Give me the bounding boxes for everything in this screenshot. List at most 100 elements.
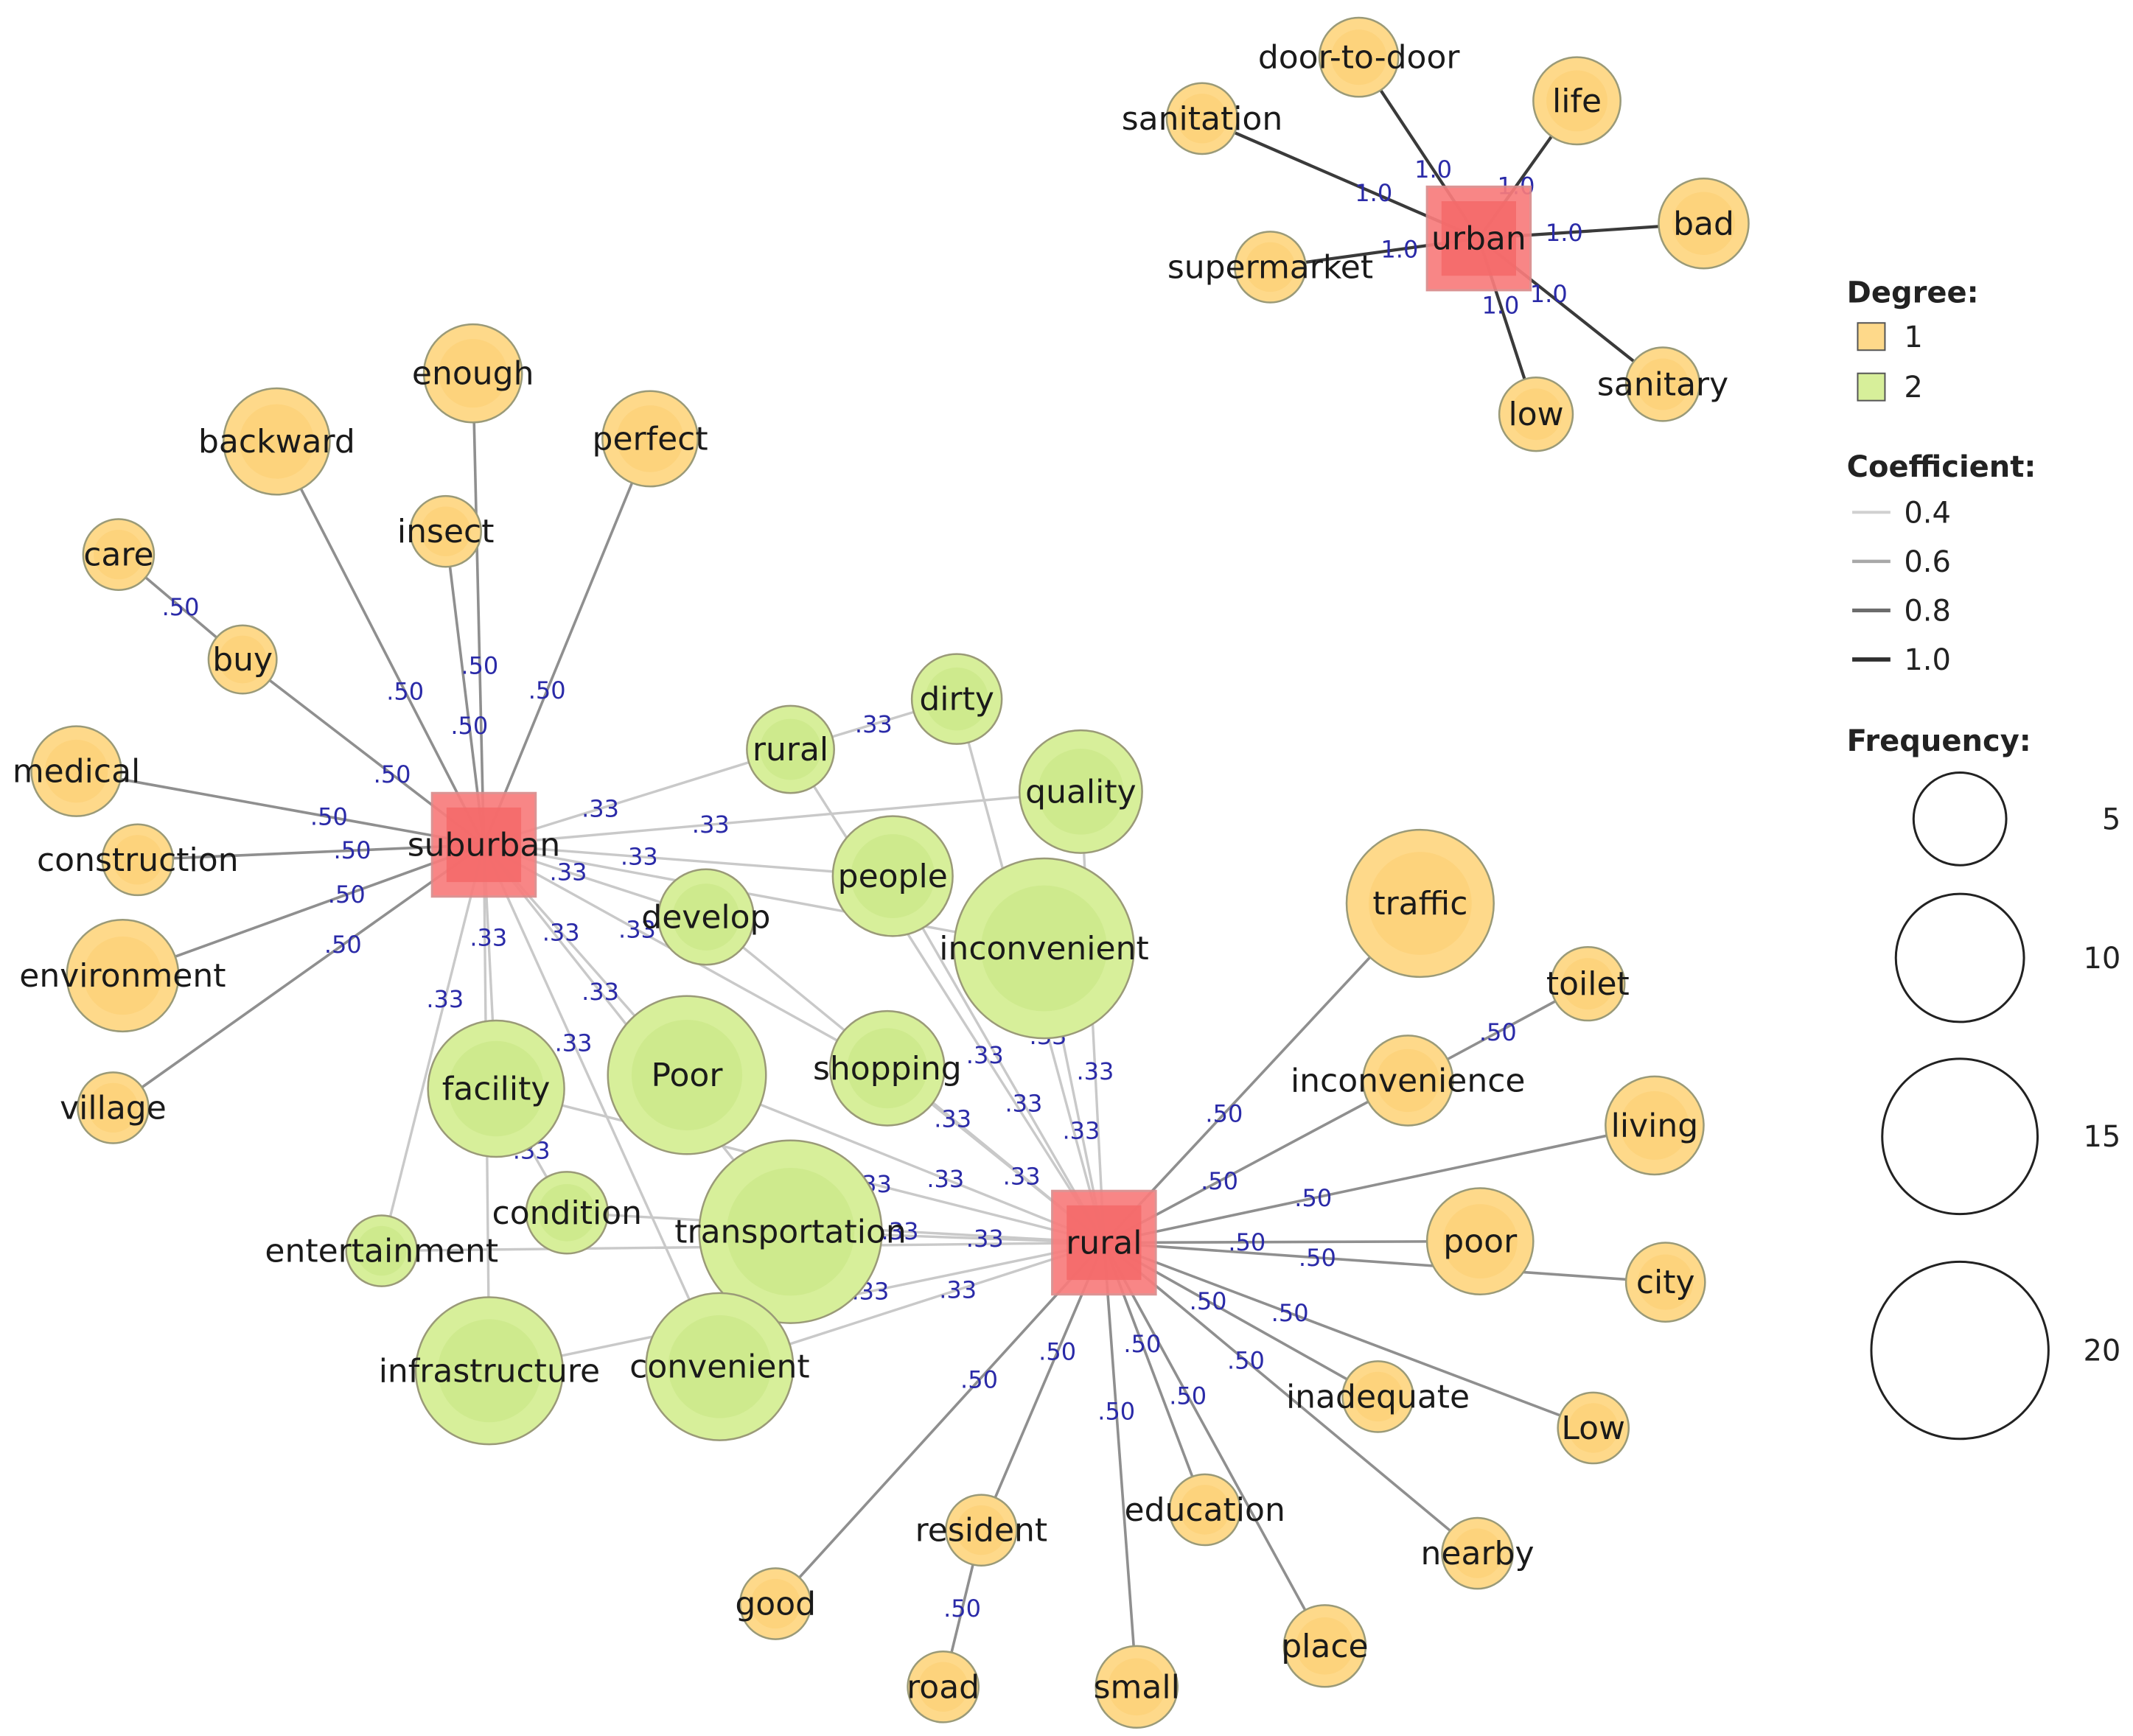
node-small: small bbox=[1094, 1645, 1180, 1729]
legend-coefficient-label: 0.8 bbox=[1904, 594, 1951, 628]
edge-rural-people bbox=[891, 875, 1106, 1244]
legend-frequency-label: 10 bbox=[2083, 942, 2120, 976]
node-circle-inner bbox=[1296, 1617, 1354, 1675]
legend-frequency-circle bbox=[1912, 771, 2008, 867]
node-label: traffic bbox=[1372, 885, 1467, 923]
nodes-layer: door-to-doorlifesanitationbadsupermarket… bbox=[13, 16, 1750, 1729]
node-label: Low bbox=[1561, 1410, 1625, 1447]
node-label: bad bbox=[1673, 205, 1734, 242]
edge-label: .33 bbox=[1076, 1057, 1114, 1085]
node-place: place bbox=[1281, 1604, 1369, 1688]
edge-label: .50 bbox=[450, 712, 488, 740]
hub-label: suburban bbox=[408, 827, 561, 864]
edge-rural-poor bbox=[1103, 1239, 1481, 1245]
node-label: insect bbox=[397, 513, 495, 550]
edge-label: .50 bbox=[324, 931, 362, 959]
node-circle-inner bbox=[616, 405, 684, 472]
node-label: door-to-door bbox=[1258, 39, 1461, 77]
hub-label: rural bbox=[1066, 1224, 1142, 1261]
edge-label: .50 bbox=[386, 678, 424, 706]
node-label: low bbox=[1508, 396, 1563, 433]
edge-label: .33 bbox=[582, 794, 619, 822]
node-circle-inner bbox=[1546, 70, 1607, 132]
node-circle-inner bbox=[94, 529, 144, 580]
edge-rural-good bbox=[774, 1242, 1106, 1605]
edge-label: .50 bbox=[1271, 1299, 1309, 1327]
node-circle-inner bbox=[357, 1225, 407, 1276]
edge-suburban-enough bbox=[471, 373, 486, 845]
edge-label: .33 bbox=[926, 1165, 964, 1193]
node-condition: condition bbox=[492, 1171, 642, 1255]
node-good: good bbox=[735, 1567, 816, 1640]
hub-label: urban bbox=[1431, 220, 1526, 258]
node-sanitation: sanitation bbox=[1122, 82, 1282, 155]
edge-rural-nearby bbox=[1103, 1242, 1479, 1555]
node-label: city bbox=[1636, 1264, 1695, 1301]
edge-suburban-entertainment bbox=[380, 844, 486, 1251]
node-circle-inner bbox=[1672, 192, 1736, 255]
node-label: dirty bbox=[919, 681, 994, 718]
edge-label: .50 bbox=[943, 1595, 981, 1623]
node-circle-inner bbox=[1180, 1485, 1230, 1535]
edge-label: .50 bbox=[1299, 1244, 1336, 1272]
node-circle-inner bbox=[1368, 852, 1472, 955]
node-enough: enough bbox=[412, 323, 534, 424]
node-label: transportation bbox=[674, 1214, 907, 1251]
edge-label: .50 bbox=[374, 760, 411, 788]
edge-label: .50 bbox=[310, 803, 348, 831]
edge-label: .50 bbox=[1097, 1398, 1135, 1426]
legend-degree-label: 2 bbox=[1904, 371, 1922, 405]
edge-label: .50 bbox=[1205, 1100, 1243, 1128]
node-education: education bbox=[1125, 1473, 1285, 1547]
edge-suburban-medical bbox=[76, 769, 484, 847]
node-medical: medical bbox=[13, 725, 140, 817]
node-label: buy bbox=[212, 641, 273, 679]
node-label: poor bbox=[1443, 1223, 1518, 1261]
node-circle-inner bbox=[1376, 1049, 1439, 1113]
node-circle-inner bbox=[1108, 1658, 1166, 1716]
node-construction: construction bbox=[37, 823, 239, 897]
node-dirty: dirty bbox=[910, 653, 1003, 745]
edge-label: .50 bbox=[334, 836, 371, 864]
legend-frequency-label: 5 bbox=[2102, 802, 2120, 836]
node-circle-inner bbox=[1442, 1204, 1518, 1279]
node-bad: bad bbox=[1658, 177, 1750, 270]
node-circle-inner bbox=[668, 1315, 772, 1418]
node-life: life bbox=[1532, 56, 1621, 146]
edge-rural-Low bbox=[1103, 1241, 1594, 1429]
node-label: condition bbox=[492, 1194, 642, 1232]
node-circle-inner bbox=[672, 883, 740, 951]
node-circle-inner bbox=[1452, 1528, 1503, 1578]
node-circle-inner bbox=[925, 667, 988, 731]
node-village: village bbox=[60, 1071, 167, 1144]
node-circle-inner bbox=[83, 936, 162, 1015]
node-facility: facility bbox=[427, 1019, 565, 1158]
edge-label: .33 bbox=[934, 1105, 971, 1133]
node-label: resident bbox=[915, 1512, 1047, 1550]
edge-label: .33 bbox=[550, 858, 587, 886]
node-circle-inner bbox=[631, 1019, 743, 1131]
edge-label: .33 bbox=[882, 1217, 919, 1245]
node-buy: buy bbox=[207, 624, 278, 695]
node-label: village bbox=[60, 1089, 167, 1127]
edge-label: .33 bbox=[1003, 1163, 1041, 1191]
node-infrastructure: infrastructure bbox=[379, 1296, 600, 1446]
edge-label: .50 bbox=[1479, 1018, 1517, 1046]
edge-suburban-perfect bbox=[482, 438, 652, 846]
legend-coefficient-title: Coefficient: bbox=[1847, 450, 2036, 484]
node-circle-inner bbox=[448, 1040, 544, 1137]
legend-degree-swatch bbox=[1857, 372, 1886, 402]
legend-frequency-label: 20 bbox=[2083, 1334, 2120, 1368]
node-label: nearby bbox=[1421, 1535, 1535, 1572]
node-living: living bbox=[1605, 1075, 1705, 1176]
node-label: road bbox=[907, 1668, 980, 1706]
node-perfect: perfect bbox=[593, 390, 708, 488]
node-circle-inner bbox=[1038, 749, 1124, 835]
node-door-to-door: door-to-door bbox=[1258, 16, 1461, 98]
edge-label: .50 bbox=[1123, 1330, 1161, 1358]
legend-coefficient-label: 0.4 bbox=[1904, 496, 1951, 530]
node-circle-inner bbox=[1510, 388, 1562, 441]
node-circle-inner bbox=[851, 834, 935, 918]
node-backward: backward bbox=[198, 387, 355, 496]
